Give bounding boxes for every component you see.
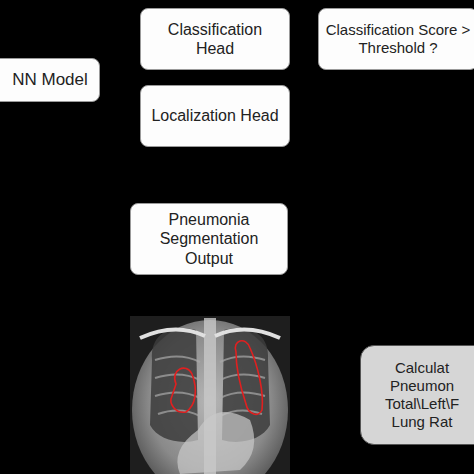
- box-label: Pneumonia Segmentation Output: [131, 208, 287, 270]
- process-box: Localization Head: [140, 85, 290, 147]
- box-label: Classification Score > Threshold ?: [319, 19, 474, 59]
- process-box: NN Model: [0, 58, 100, 102]
- box-label: Localization Head: [145, 104, 284, 127]
- calculation-box: Calculat Pneumon Total\Left\F Lung Rat: [360, 345, 474, 445]
- box-label: NN Model: [6, 68, 94, 92]
- process-box: Classification Score > Threshold ?: [318, 8, 474, 70]
- chest-xray: [130, 316, 290, 474]
- process-box: Classification Head: [140, 8, 290, 70]
- process-box: Pneumonia Segmentation Output: [130, 203, 288, 275]
- box-label: Classification Head: [141, 18, 289, 60]
- box-label: Calculat Pneumon Total\Left\F Lung Rat: [371, 357, 473, 433]
